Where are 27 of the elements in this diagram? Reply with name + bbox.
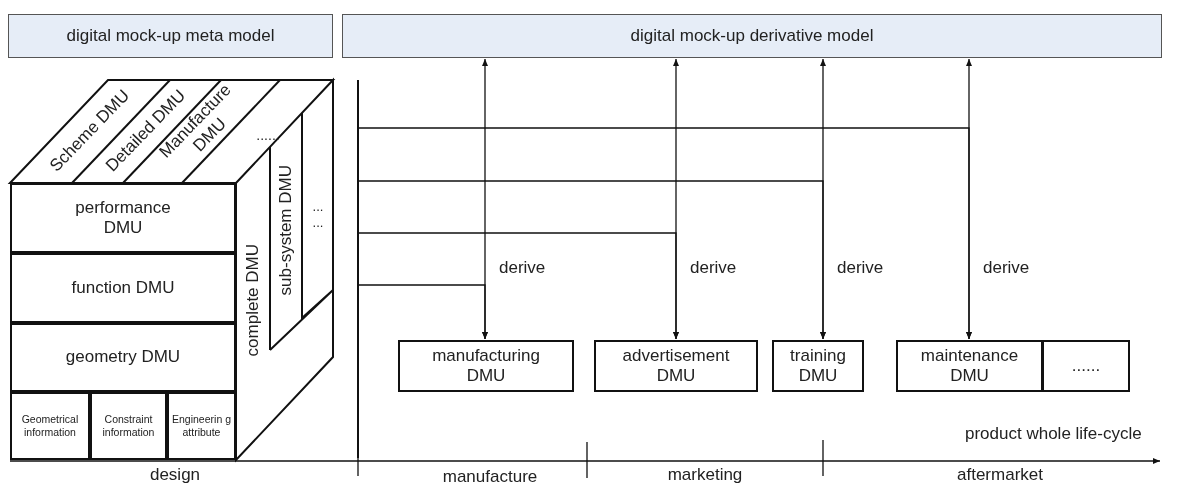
axis-title: product whole life-cycle <box>965 424 1142 445</box>
phase-label: aftermarket <box>957 465 1043 486</box>
cube-cell: Engineerin g attribute <box>167 392 236 460</box>
process-box: training DMU <box>772 340 864 392</box>
cube-cell: Constraint information <box>90 392 167 460</box>
phase-label: marketing <box>667 465 743 486</box>
process-box: manufacturing DMU <box>398 340 574 392</box>
branch-arrow <box>358 284 488 340</box>
face-label: complete DMU <box>242 225 264 375</box>
cube-cell: function DMU <box>10 253 236 323</box>
face-label: ... ... <box>306 199 330 231</box>
process-box: maintenance DMU <box>896 340 1043 392</box>
model-box: digital mock-up derivative model <box>342 14 1162 58</box>
process-box: advertisement DMU <box>594 340 758 392</box>
branch-arrow <box>358 232 679 340</box>
divider-bar <box>357 80 359 458</box>
phase-label: manufacture <box>442 467 538 488</box>
cube-cell: geometry DMU <box>10 323 236 392</box>
cube-cell: performance DMU <box>10 183 236 253</box>
process-box: ...... <box>1042 340 1130 392</box>
cube-cell: Geometrical information <box>10 392 90 460</box>
branch-arrow <box>358 127 972 340</box>
face-label: sub-system DMU <box>275 155 297 305</box>
branch-arrow <box>358 180 826 340</box>
phase-label: design <box>149 465 201 486</box>
face-label: ...... <box>238 126 298 144</box>
model-box: digital mock-up meta model <box>8 14 333 58</box>
